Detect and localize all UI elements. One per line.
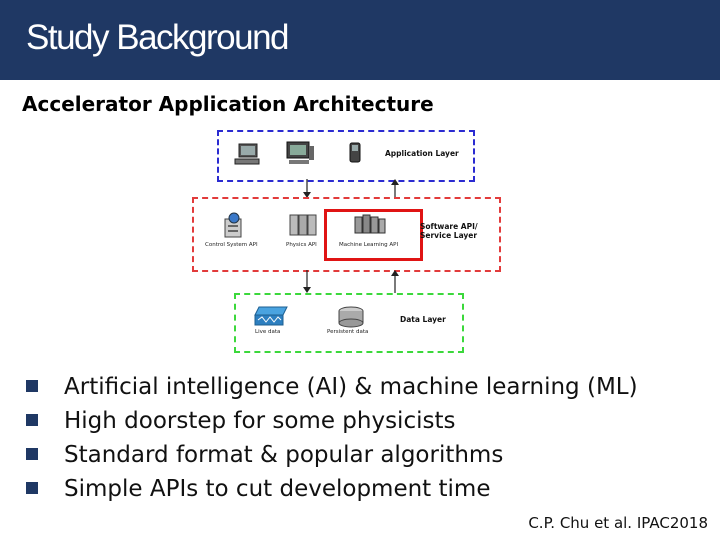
application-layer-box <box>217 130 475 182</box>
bullet-item: Artificial intelligence (AI) & machine l… <box>26 372 638 406</box>
application-layer-label: Application Layer <box>385 149 459 158</box>
persistent-data-label: Persistent data <box>327 329 369 335</box>
physics-server-icon <box>289 214 317 236</box>
live-data-stream-icon <box>254 306 288 326</box>
service-layer-label: Software API/ Service Layer <box>420 222 478 240</box>
arrow-up-icon <box>391 179 399 198</box>
arrow-down-icon <box>303 179 311 198</box>
bullet-text: Simple APIs to cut development time <box>64 476 491 502</box>
bullet-item: Simple APIs to cut development time <box>26 474 638 508</box>
data-layer-label: Data Layer <box>400 315 446 324</box>
persistent-data-disk-icon <box>338 306 364 328</box>
service-layer-label-line2: Service Layer <box>420 231 478 240</box>
bullet-square-icon <box>26 482 38 494</box>
bullet-text: High doorstep for some physicists <box>64 408 456 434</box>
machine-learning-api-label: Machine Learning API <box>339 242 399 248</box>
bullet-text: Artificial intelligence (AI) & machine l… <box>64 374 638 400</box>
machine-learning-highlight <box>324 209 423 261</box>
data-layer-box <box>234 293 464 353</box>
bullet-list: Artificial intelligence (AI) & machine l… <box>26 372 638 508</box>
title-bar: Study Background <box>0 0 720 80</box>
architecture-diagram: Application Layer Control System API Phy… <box>185 125 525 355</box>
bullet-square-icon <box>26 414 38 426</box>
bullet-item: Standard format & popular algorithms <box>26 440 638 474</box>
bullet-text: Standard format & popular algorithms <box>64 442 504 468</box>
slide-title: Study Background <box>26 18 290 57</box>
live-data-label: Live data <box>255 329 281 335</box>
handheld-device-icon <box>349 142 361 163</box>
workstation-icon <box>286 141 314 164</box>
bullet-square-icon <box>26 448 38 460</box>
control-system-icon <box>224 212 242 238</box>
desktop-computer-icon <box>234 143 260 165</box>
arrow-up-icon <box>391 270 399 293</box>
machine-learning-cluster-icon <box>354 214 386 234</box>
physics-api-label: Physics API <box>286 242 317 248</box>
service-layer-label-line1: Software API/ <box>420 222 478 231</box>
arrow-down-icon <box>303 270 311 293</box>
control-system-api-label: Control System API <box>205 242 258 248</box>
bullet-item: High doorstep for some physicists <box>26 406 638 440</box>
citation-credit: C.P. Chu et al. IPAC2018 <box>528 514 708 532</box>
slide-subtitle: Accelerator Application Architecture <box>22 92 434 116</box>
bullet-square-icon <box>26 380 38 392</box>
service-layer-box <box>192 197 501 272</box>
